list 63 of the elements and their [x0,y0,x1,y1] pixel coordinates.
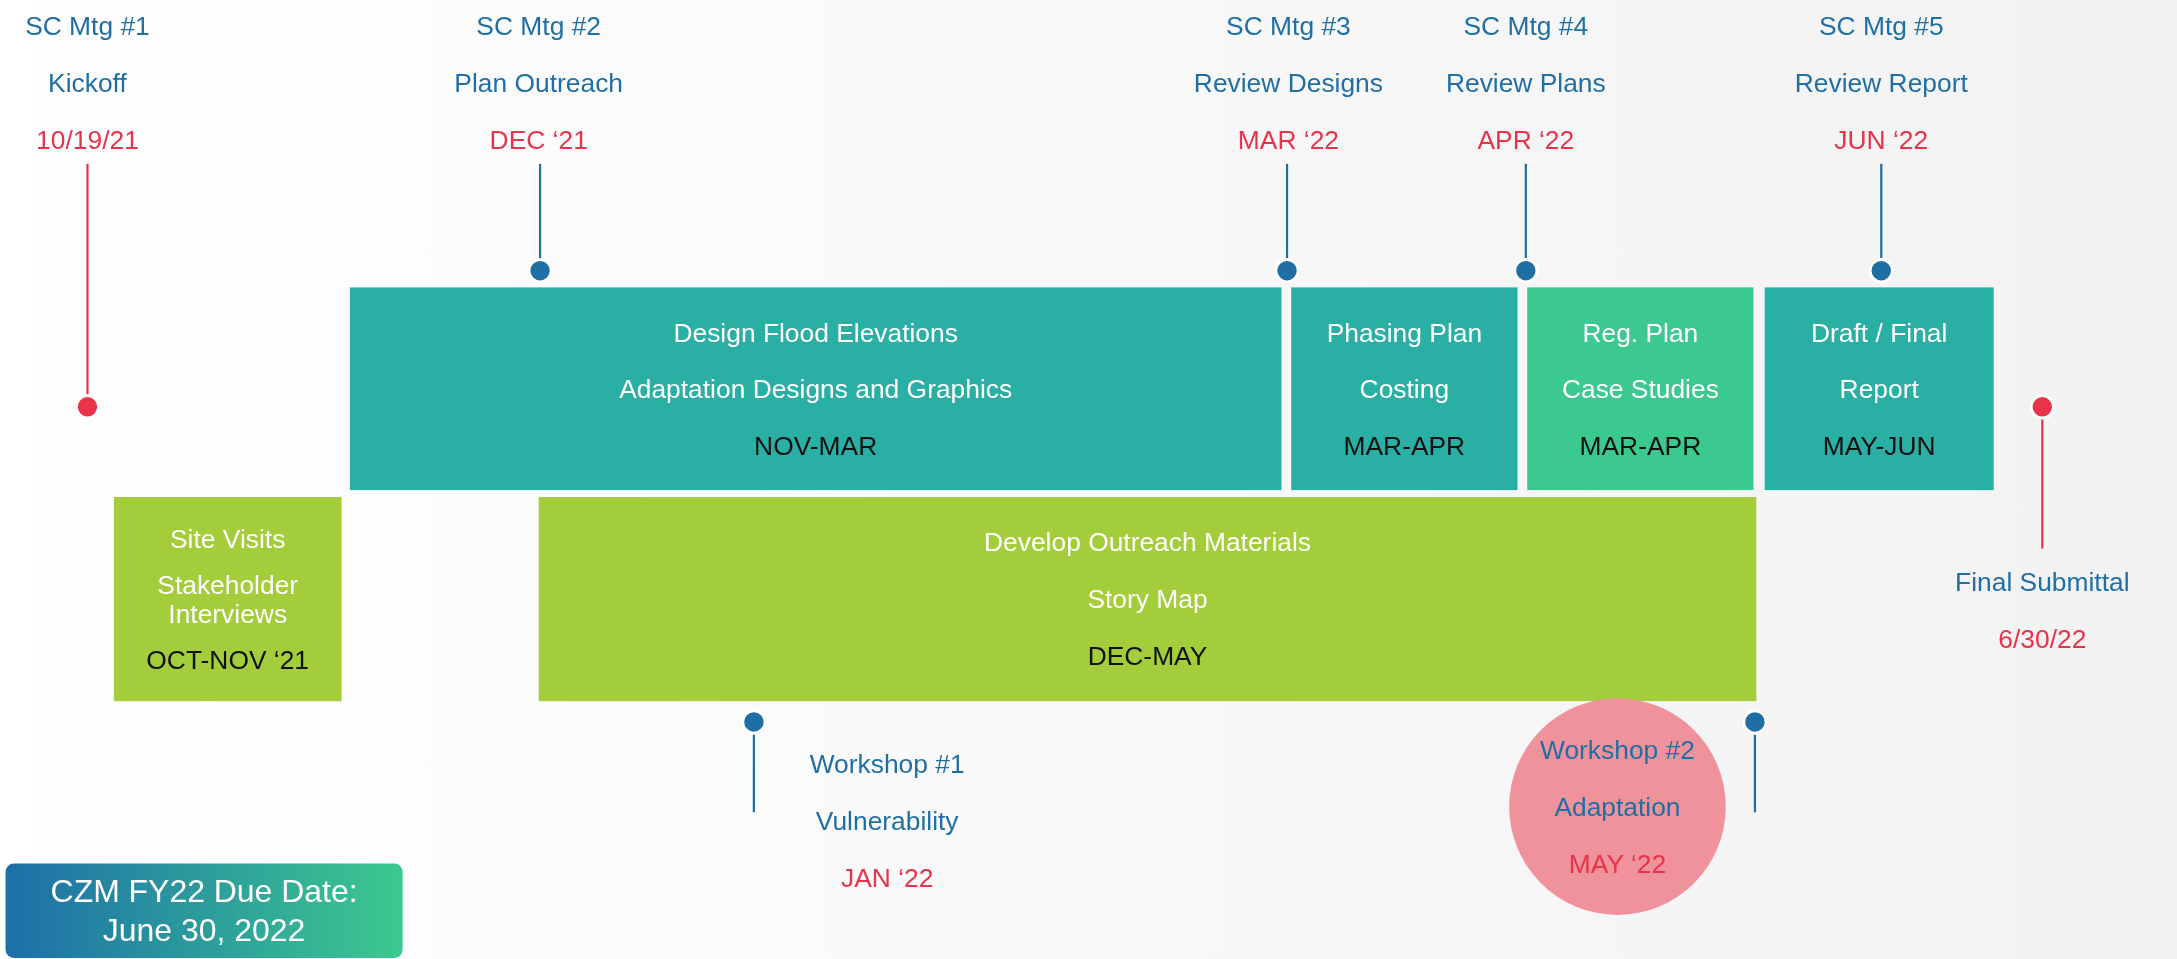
task-title: Develop Outreach Materials [984,527,1311,557]
task-subtitle: Case Studies [1561,374,1719,404]
meeting-date: JUN ‘22 [1834,124,1929,154]
leader-line [2041,419,2044,549]
leader-line [1753,734,1757,813]
task-title: Design Flood Elevations [673,317,958,347]
timeline-dot [2029,394,2055,420]
task-title: Reg. Plan [1582,317,1699,347]
meeting-topic: Review Report [1794,67,1968,97]
meeting-name: SC Mtg #3 [1226,10,1351,40]
meeting-name: SC Mtg #4 [1463,10,1589,40]
task-dates: MAR-APR [1579,431,1702,461]
task-title: Site Visits [170,524,286,554]
workshop-name: Workshop #2 [1540,735,1695,765]
milestone-name: Final Submittal [1955,567,2130,597]
timeline-dot [1742,709,1768,735]
task-title: Phasing Plan [1326,317,1483,347]
meeting-date: APR ‘22 [1477,124,1575,154]
leader-line [86,163,89,395]
meeting-topic: Kickoff [48,67,127,97]
meeting-name: SC Mtg #2 [476,10,601,40]
meeting-topic: Review Designs [1193,67,1383,97]
task-dates: NOV-MAR [754,431,878,461]
task-bar [538,497,1757,702]
leader-line [538,163,542,259]
workshop-topic: Vulnerability [815,806,959,836]
task-title: Draft / Final [1811,317,1948,347]
timeline-dot [1868,258,1894,284]
task-dates: OCT-NOV ‘21 [146,644,310,675]
meeting-date: 10/19/21 [36,124,139,154]
leader-line [1285,163,1289,259]
timeline-dot [741,709,767,735]
task-bar [1527,287,1754,491]
task-dates: MAR-APR [1343,431,1466,461]
workshop-topic: Adaptation [1554,792,1681,822]
task-subtitle: Adaptation Designs and Graphics [619,374,1013,404]
meeting-date: MAR ‘22 [1237,124,1339,154]
leader-line [752,734,755,813]
task-bar [113,497,342,702]
meeting-topic: Review Plans [1445,67,1606,97]
timeline-dot [1513,258,1539,284]
milestone-date: 6/30/22 [1998,624,2087,654]
leader-line [1524,163,1527,259]
task-dates: DEC-MAY [1087,641,1208,671]
task-subtitle: Report [1839,374,1919,404]
task-subtitle: Costing [1359,374,1450,404]
meeting-name: SC Mtg #5 [1818,10,1944,40]
due-date-text: CZM FY22 Due Date: June 30, 2022 [49,872,359,950]
meeting-topic: Plan Outreach [454,67,623,97]
due-date-badge [5,863,403,958]
workshop-name: Workshop #1 [809,749,965,779]
meeting-name: SC Mtg #1 [25,10,150,40]
task-bar [349,287,1282,491]
task-bar [1764,287,1994,491]
leader-line [1880,163,1883,259]
task-dates: MAY-JUN [1822,431,1936,461]
workshop-date: JAN ‘22 [841,863,934,893]
task-subtitle: Stakeholder Interviews [156,569,300,629]
timeline-dot [1274,258,1300,284]
task-bar [1291,287,1518,491]
workshop-date: MAY ‘22 [1568,849,1667,879]
meeting-date: DEC ‘21 [489,124,588,154]
task-subtitle: Story Map [1087,584,1208,614]
